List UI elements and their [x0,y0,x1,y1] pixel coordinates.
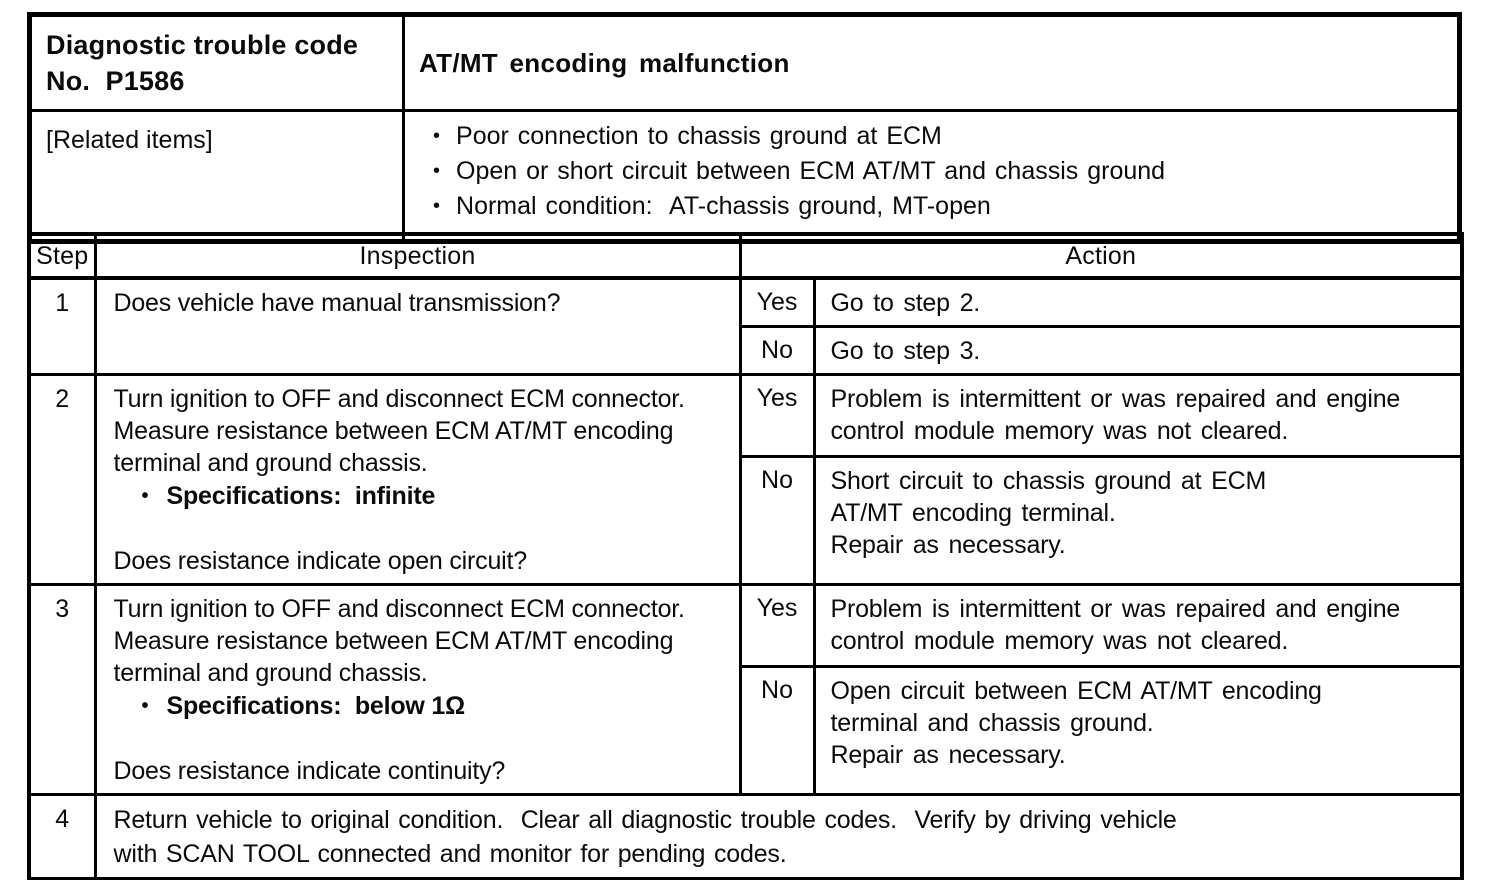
related-item: • Poor connection to chassis ground at E… [433,120,1443,155]
related-item-text: Open or short circuit between ECM AT/MT … [456,157,1166,185]
final-step-cell: Return vehicle to original condition. Cl… [93,793,1464,880]
step-number: 2 [27,373,97,586]
dtc-code-label: Diagnostic trouble code No. P1586 [46,30,359,96]
column-header-action: Action [738,232,1464,280]
answer-no-label: No [738,325,815,376]
answer-no-label: No [738,455,815,587]
action-cell: Problem is intermittent or was repaired … [812,373,1464,458]
inspection-question: Does resistance indicate continuity? [113,757,506,785]
bullet-icon: • [433,160,441,182]
final-step-text: Return vehicle to original condition. Cl… [113,806,1177,868]
table-row-step3-yes: 3 Turn ignition to OFF and disconnect EC… [27,582,1464,796]
specification-text: Specifications: infinite [166,482,436,510]
steps-header-row: Step Inspection Action [27,232,1464,280]
action-cell: Problem is intermittent or was repaired … [812,582,1464,669]
column-header-step: Step [27,232,97,280]
related-items-cell: • Poor connection to chassis ground at E… [402,109,1461,243]
specification-line: • Specifications: below 1Ω [114,690,731,724]
bullet-icon: • [433,195,441,217]
action-text: Problem is intermittent or was repaired … [830,595,1401,655]
related-item-text: Normal condition: AT-chassis ground, MT-… [456,192,991,220]
diagnosis-steps-table: Step Inspection Action 1 Does vehicle ha… [27,232,1464,880]
action-text: Go to step 2. [830,289,981,317]
inspection-cell: Does vehicle have manual transmission? [93,276,742,376]
step-number: 3 [27,583,97,796]
action-cell: Open circuit between ECM AT/MT encoding … [812,665,1464,796]
table-row-step1-yes: 1 Does vehicle have manual transmission?… [27,276,1464,376]
action-text: Short circuit to chassis ground at ECM A… [830,466,1267,559]
table-row-step1-no: No Go to step 3. [29,325,1464,376]
answer-yes-label: Yes [738,276,815,328]
related-item: • Normal condition: AT-chassis ground, M… [433,190,1443,225]
related-items-label-cell: [Related items] [28,109,405,243]
inspection-text: Turn ignition to OFF and disconnect ECM … [113,595,686,687]
related-item-text: Poor connection to chassis ground at ECM [456,122,942,150]
related-items-label: [Related items] [46,126,213,154]
table-row-step3-no: No Open circuit between ECM AT/MT encodi… [29,665,1464,796]
column-header-inspection: Inspection [93,232,742,280]
inspection-question: Does resistance indicate open circuit? [113,547,528,575]
answer-yes-label: Yes [738,373,815,458]
dtc-malfunction-cell: AT/MT encoding malfunction [402,13,1461,112]
inspection-cell: Turn ignition to OFF and disconnect ECM … [93,583,742,796]
table-row-step2-no: No Short circuit to chassis ground at EC… [29,455,1464,587]
table-row-step4: 4 Return vehicle to original condition. … [27,793,1464,880]
step-number: 1 [27,276,97,376]
dtc-header-table: Diagnostic trouble code No. P1586 AT/MT … [27,12,1462,244]
action-cell: Go to step 3. [812,325,1464,376]
step-number: 4 [27,793,97,880]
action-text: Go to step 3. [830,337,981,365]
dtc-malfunction-title: AT/MT encoding malfunction [419,47,790,78]
specification-text: Specifications: below 1Ω [166,692,466,720]
specification-line: • Specifications: infinite [114,480,731,514]
answer-no-label: No [738,665,815,796]
action-cell: Short circuit to chassis ground at ECM A… [812,455,1464,587]
action-text: Open circuit between ECM AT/MT encoding … [830,677,1322,770]
answer-yes-label: Yes [738,582,815,669]
table-row-step2-yes: 2 Turn ignition to OFF and disconnect EC… [27,373,1464,586]
inspection-text: Does vehicle have manual transmission? [113,289,561,317]
inspection-text: Turn ignition to OFF and disconnect ECM … [113,385,686,477]
bullet-icon: • [141,695,149,717]
related-items-list: • Poor connection to chassis ground at E… [433,120,1443,225]
dtc-code-cell: Diagnostic trouble code No. P1586 [28,13,405,112]
action-text: Problem is intermittent or was repaired … [830,385,1401,445]
action-cell: Go to step 2. [812,276,1464,328]
related-item: • Open or short circuit between ECM AT/M… [433,155,1443,190]
inspection-cell: Turn ignition to OFF and disconnect ECM … [93,373,742,586]
bullet-icon: • [141,485,149,507]
bullet-icon: • [433,125,441,147]
